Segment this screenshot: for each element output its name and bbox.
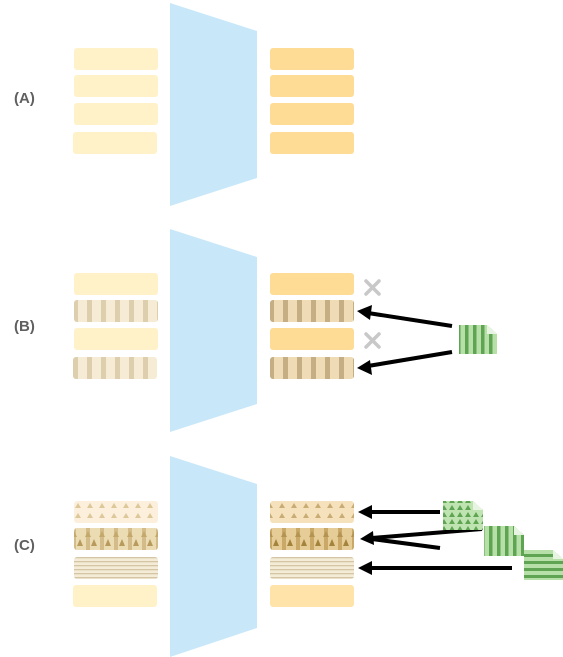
document-icon bbox=[443, 501, 483, 530]
panel-c bbox=[73, 456, 563, 657]
panel-a bbox=[73, 3, 354, 206]
input-bar-c3 bbox=[74, 557, 158, 579]
output-bar-a4 bbox=[270, 132, 354, 154]
arrow-icon bbox=[357, 350, 453, 375]
panel-label-c: (C) bbox=[14, 537, 35, 554]
output-bar-a3 bbox=[270, 103, 354, 125]
output-bar-a2 bbox=[270, 75, 354, 97]
arrow-icon bbox=[358, 505, 440, 519]
arrow-icon bbox=[371, 537, 441, 550]
input-bar-b3 bbox=[74, 328, 158, 350]
arrow-icon bbox=[357, 305, 453, 328]
input-bar-a3 bbox=[74, 103, 158, 125]
input-bar-a1 bbox=[74, 48, 158, 70]
output-bar-b1 bbox=[270, 273, 354, 295]
output-bar-c1 bbox=[270, 501, 354, 523]
input-bar-c4 bbox=[73, 585, 157, 607]
panel-b bbox=[73, 229, 497, 432]
model-trapezoid-a bbox=[170, 3, 257, 206]
output-bar-c4 bbox=[270, 585, 354, 607]
input-bar-b1 bbox=[74, 273, 158, 295]
output-bar-c2 bbox=[270, 528, 354, 550]
document-icon bbox=[524, 550, 563, 580]
document-icon bbox=[484, 526, 524, 556]
document-icon bbox=[459, 325, 497, 354]
model-trapezoid-c bbox=[170, 456, 257, 657]
input-bar-b2 bbox=[74, 300, 158, 322]
model-trapezoid-b bbox=[170, 229, 257, 432]
panel-label-a: (A) bbox=[14, 90, 35, 107]
input-bar-c2 bbox=[74, 528, 158, 550]
input-bar-a4 bbox=[73, 132, 157, 154]
arrow-icon bbox=[358, 561, 512, 575]
output-bar-b3 bbox=[270, 328, 354, 350]
panel-label-b: (B) bbox=[14, 318, 35, 335]
input-bar-b4 bbox=[73, 357, 157, 379]
arrow-icon bbox=[360, 527, 483, 545]
output-bar-b2 bbox=[270, 300, 354, 322]
output-bar-a1 bbox=[270, 48, 354, 70]
output-bar-b4 bbox=[270, 357, 354, 379]
output-bar-c3 bbox=[270, 557, 354, 579]
input-bar-c1 bbox=[74, 501, 158, 523]
input-bar-a2 bbox=[74, 75, 158, 97]
cross-icon bbox=[364, 332, 381, 349]
cross-icon bbox=[364, 279, 381, 296]
